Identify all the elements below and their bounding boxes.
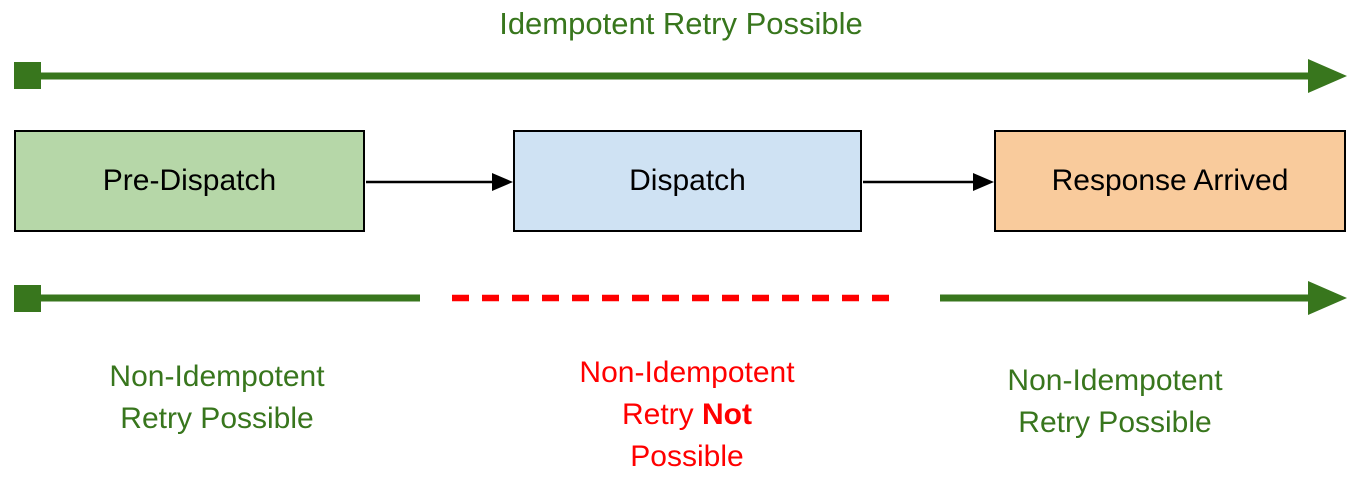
diagram-title: Idempotent Retry Possible (499, 6, 863, 41)
idempotent-timeline-arrow (14, 59, 1347, 93)
label-line: Retry Possible (1018, 406, 1212, 439)
label-line: Retry Not (512, 394, 862, 436)
box-dispatch: Dispatch (513, 130, 862, 232)
box-response-arrived: Response Arrived (994, 130, 1346, 232)
label-line-normal: Retry (622, 398, 703, 431)
label-non-idempotent-left: Non-Idempotent Retry Possible (32, 356, 402, 440)
arrowhead-icon (973, 173, 994, 191)
label-line: Retry Possible (120, 402, 314, 435)
box-response-arrived-label: Response Arrived (1051, 164, 1289, 197)
timeline-start-square (14, 62, 41, 89)
label-line-bold: Not (702, 398, 752, 431)
arrowhead-icon (492, 173, 513, 191)
box-pre-dispatch: Pre-Dispatch (14, 130, 365, 232)
label-non-idempotent-right: Non-Idempotent Retry Possible (945, 360, 1285, 444)
connector-dispatch-to-response (863, 173, 994, 191)
label-line: Non-Idempotent (579, 356, 795, 389)
box-pre-dispatch-label: Pre-Dispatch (102, 164, 277, 197)
label-line: Non-Idempotent (109, 360, 325, 393)
arrowhead-icon (1308, 281, 1347, 315)
timeline-start-square (14, 285, 41, 312)
non-idempotent-timeline (14, 281, 1347, 315)
label-line: Non-Idempotent (1007, 364, 1223, 397)
label-line: Possible (630, 440, 744, 473)
box-dispatch-label: Dispatch (629, 164, 746, 197)
arrowhead-icon (1308, 59, 1347, 93)
label-non-idempotent-middle: Non-Idempotent Retry Not Possible (512, 352, 862, 478)
connector-predispatch-to-dispatch (366, 173, 513, 191)
